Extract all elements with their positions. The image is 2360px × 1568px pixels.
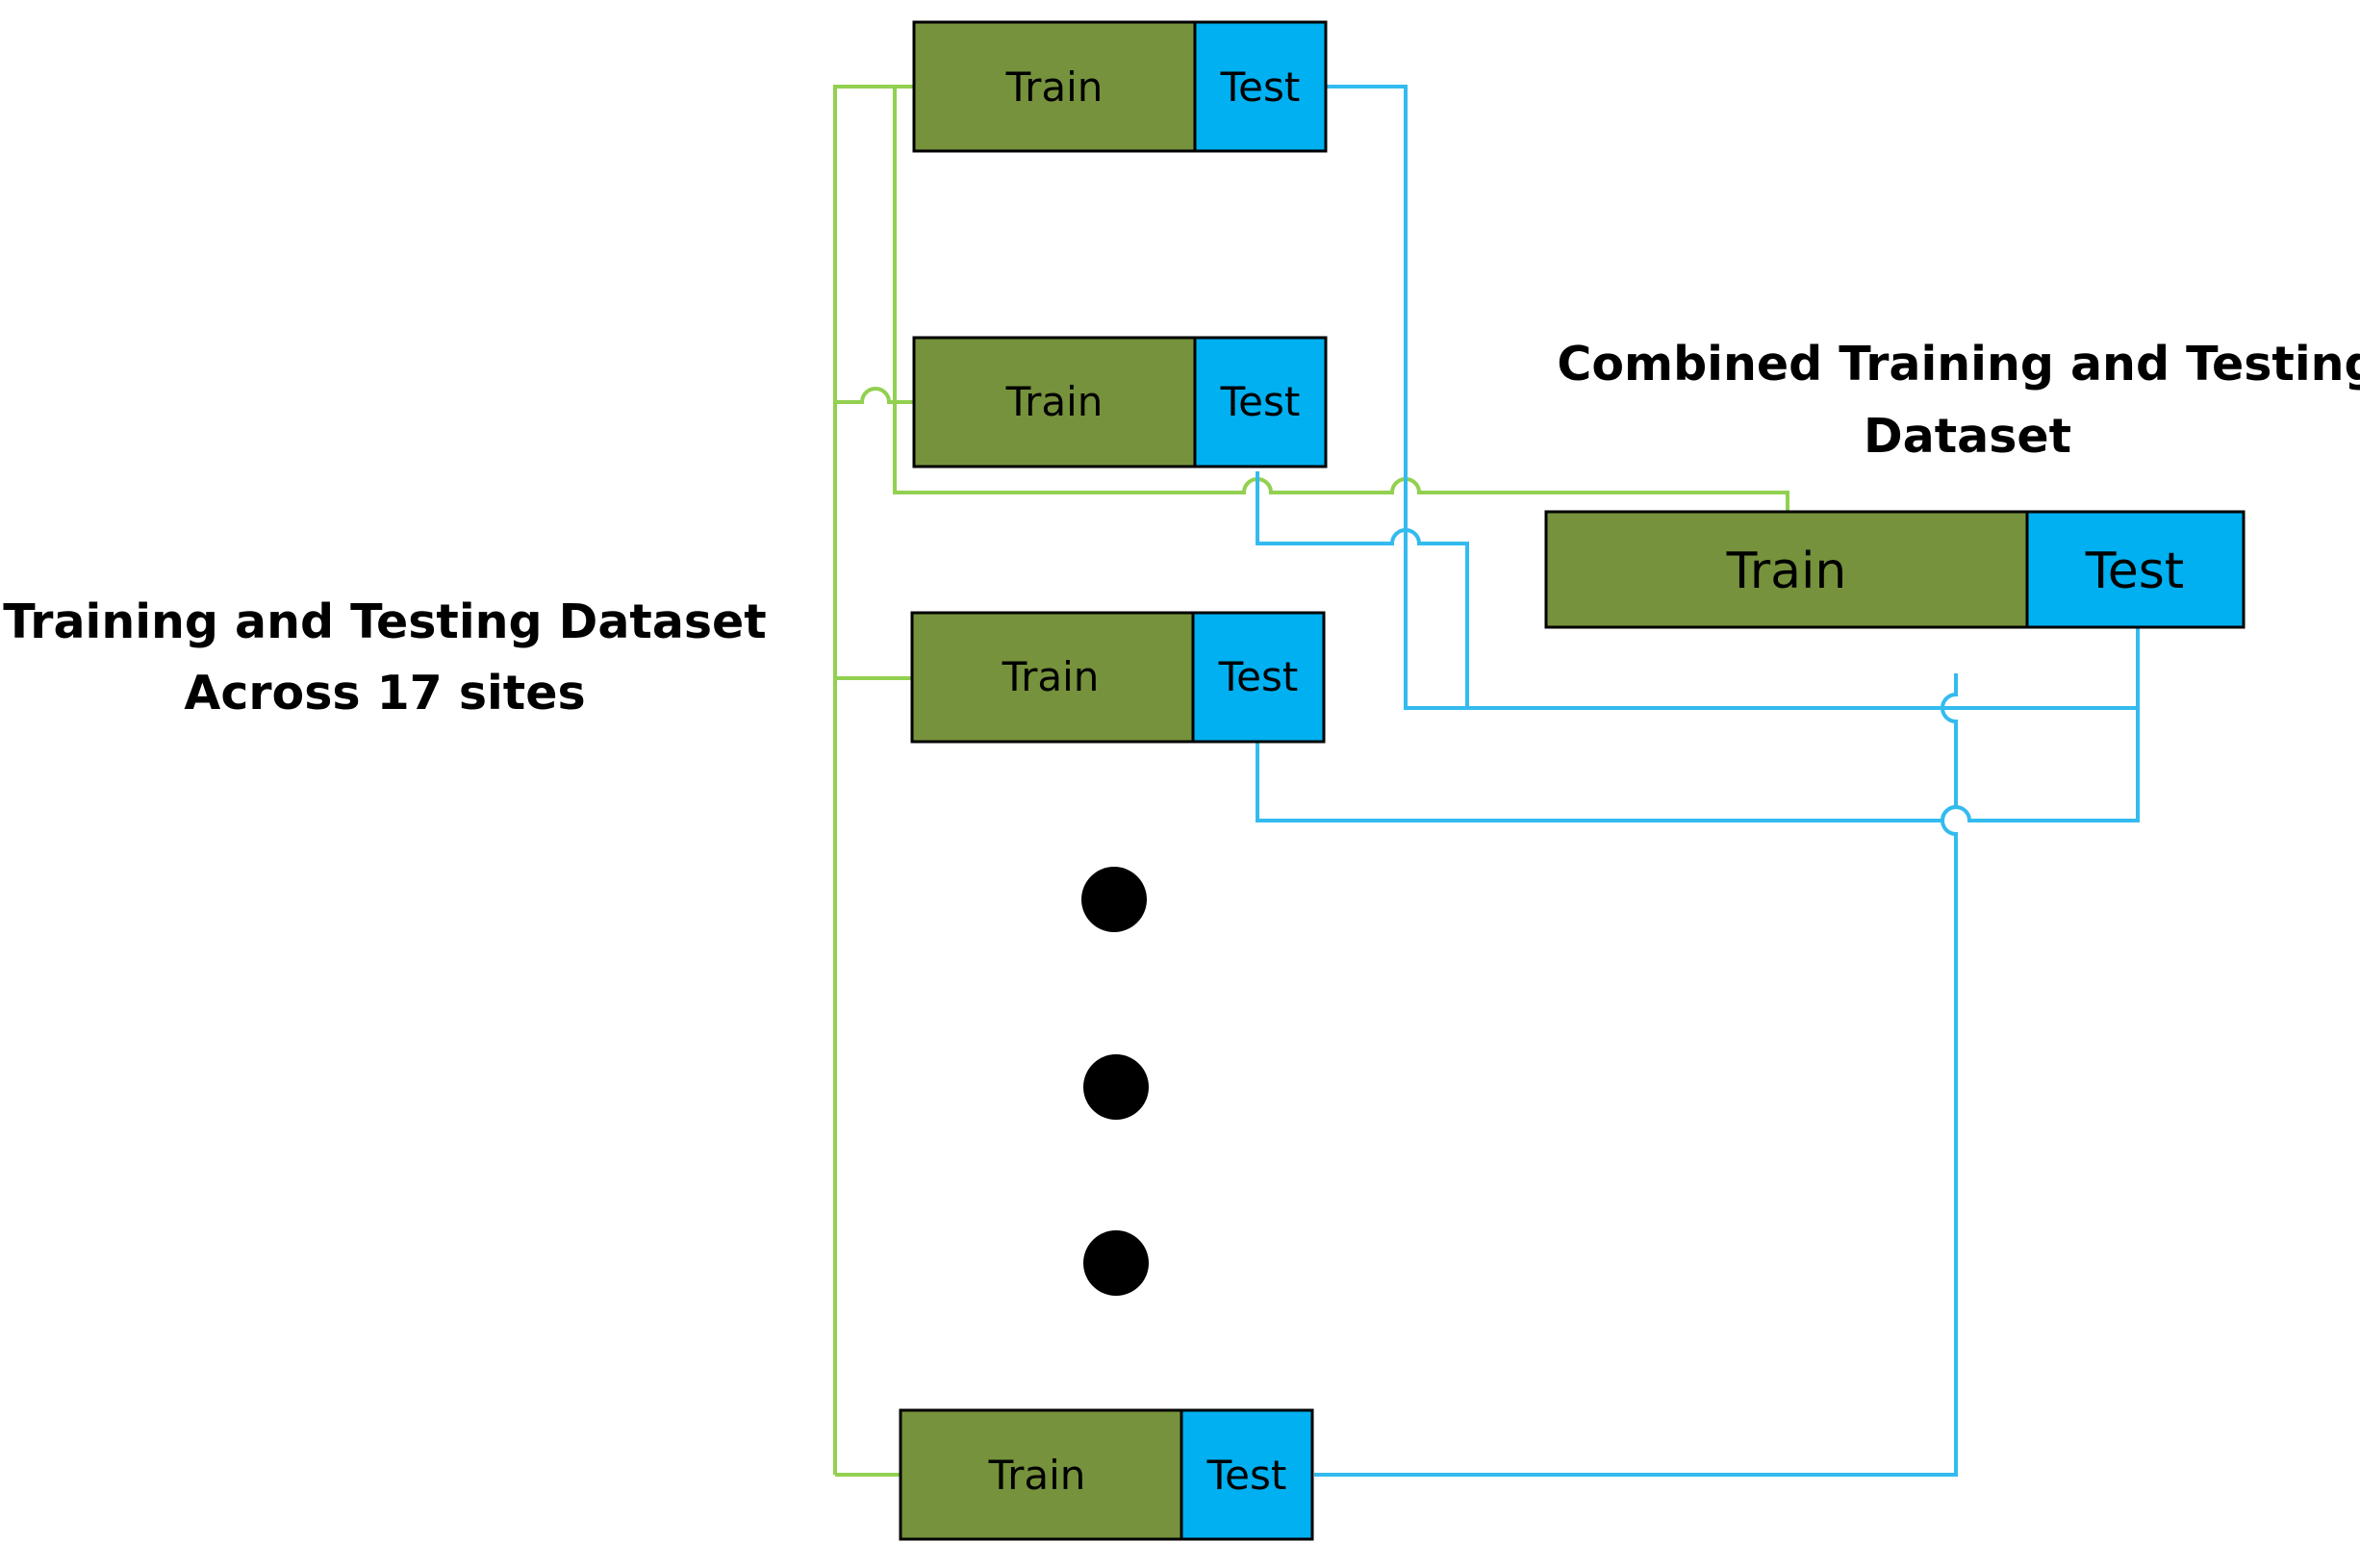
train-label: Train <box>1726 543 1847 600</box>
site-dataset-3: Train Test <box>910 611 1326 744</box>
train-segment <box>901 1410 1181 1539</box>
ellipsis-dot <box>1081 867 1147 932</box>
train-bus-line <box>833 85 914 1475</box>
test-connectors <box>1256 85 2140 1477</box>
test-label: Test <box>2085 543 2184 600</box>
segment-frame <box>912 336 1328 468</box>
test-link-site-1 <box>1326 85 2140 710</box>
test-label: Test <box>1218 653 1299 700</box>
train-segment <box>914 22 1195 151</box>
train-label: Train <box>1005 378 1104 425</box>
test-segment <box>1193 613 1324 742</box>
site-dataset-17: Train Test <box>899 1408 1314 1541</box>
site-dataset-2: Train Test <box>912 336 1328 468</box>
segment-frame <box>1544 510 2246 629</box>
test-label: Test <box>1206 1452 1287 1499</box>
test-link-site-3 <box>1256 708 2140 822</box>
train-segment <box>914 338 1195 467</box>
combined-caption-line1: Combined Training and Testing <box>1557 337 2360 392</box>
train-label: Train <box>1005 63 1104 111</box>
ellipsis-dots <box>1081 867 1149 1296</box>
combined-caption-line2: Dataset <box>1864 409 2071 464</box>
test-segment <box>1195 338 1326 467</box>
train-segment <box>912 613 1193 742</box>
test-segment <box>2027 512 2244 627</box>
train-segment <box>1546 512 2027 627</box>
ellipsis-dot <box>1083 1054 1149 1120</box>
test-link-site-17 <box>1314 673 1958 1477</box>
combined-dataset: Train Test <box>1544 510 2246 629</box>
test-segment <box>1195 22 1326 151</box>
test-label: Test <box>1220 63 1301 111</box>
train-connectors <box>833 85 1789 1477</box>
train-link-combined <box>893 85 1789 512</box>
ellipsis-dot <box>1083 1230 1149 1296</box>
train-link-site-2 <box>835 387 914 404</box>
train-label: Train <box>1002 653 1100 700</box>
left-caption-line1: Training and Testing Dataset <box>3 594 766 649</box>
test-label: Test <box>1220 378 1301 425</box>
site-dataset-1: Train Test <box>912 20 1328 153</box>
segment-frame <box>899 1408 1314 1541</box>
left-caption-line2: Across 17 sites <box>184 666 585 721</box>
segment-frame <box>910 611 1326 744</box>
test-link-site-2 <box>1256 471 1469 708</box>
train-label: Train <box>988 1452 1086 1499</box>
test-segment <box>1181 1410 1312 1539</box>
segment-frame <box>912 20 1328 153</box>
